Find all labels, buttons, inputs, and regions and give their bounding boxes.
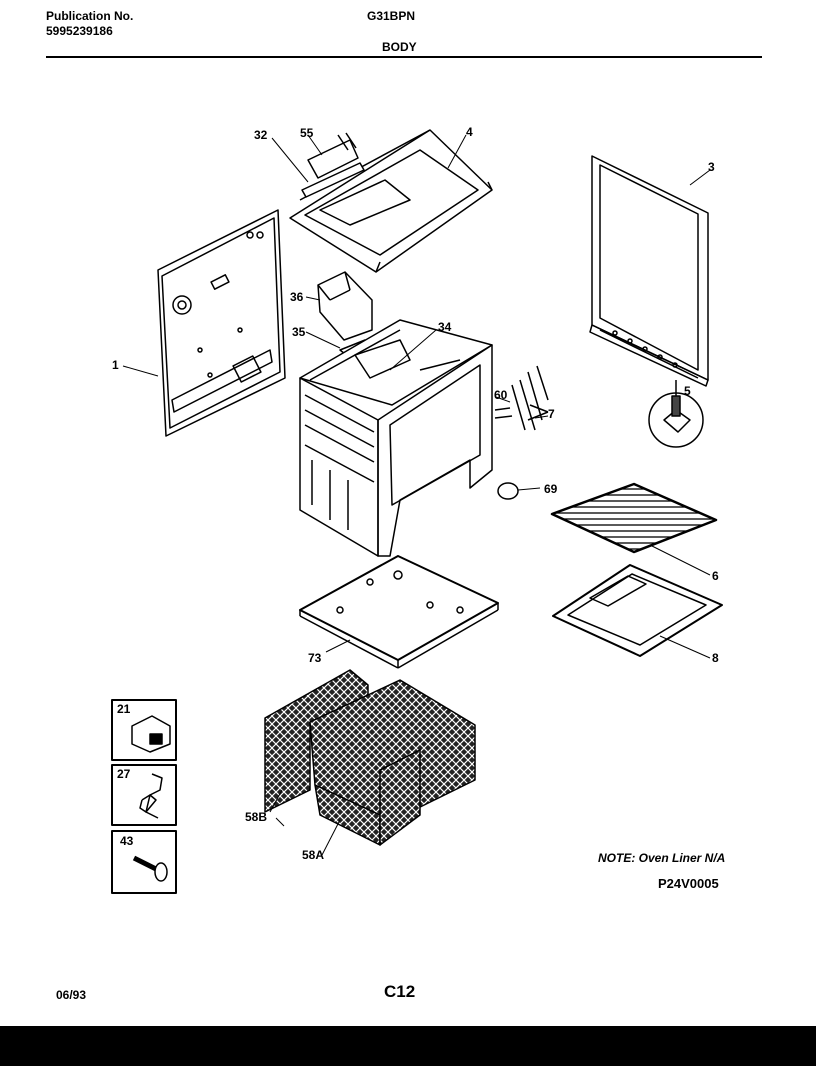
inset-box-27 [111,764,177,826]
page-number: C12 [384,982,416,1001]
callout-55: 55 [300,126,314,140]
callout-7: 7 [548,407,555,421]
top-frame-part [289,129,493,273]
callout-32: 32 [254,128,268,142]
figure-code: P24V0005 [658,876,719,891]
broiler-pan-part [552,564,723,657]
callout-4: 4 [466,125,473,139]
callout-35: 35 [292,325,306,339]
callout-8: 8 [712,651,719,665]
inset-box-43 [111,830,177,894]
callout-60: 60 [494,388,508,402]
model-number: G31BPN [367,9,416,23]
leveling-leg-part [648,380,704,448]
publication-number: 5995239186 [46,24,113,38]
oven-rack-part [550,482,718,554]
strip-32-part [301,162,365,198]
leader-lines [122,134,711,856]
scan-edge-band [0,1026,816,1066]
oven-body-part [299,319,493,557]
bracket-55-part [307,132,359,179]
back-panel-part [157,209,286,437]
clip-21-part [131,715,171,753]
bottom-panel-part [299,555,499,669]
callout-21: 21 [117,702,131,716]
callout-3: 3 [708,160,715,174]
callout-73: 73 [308,651,322,665]
callout-34: 34 [438,320,452,334]
oven-liner-note: NOTE: Oven Liner N/A [598,851,726,865]
clip-27-part [139,773,163,819]
grommet-part [497,482,519,500]
callout-1: 1 [112,358,119,372]
insulation-blanket-part [264,669,476,846]
inset-box-21 [111,699,177,761]
callout-58a: 58A [302,848,325,862]
footer-date: 06/93 [56,988,87,1002]
callout-6: 6 [712,569,719,583]
callout-27: 27 [117,767,131,781]
publication-label: Publication No. [46,9,134,23]
callout-69: 69 [544,482,558,496]
callout-58b: 58B [245,810,268,824]
door-frame-part [589,155,709,387]
callout-5: 5 [684,384,691,398]
callout-43: 43 [120,834,134,848]
burner-parts [494,365,549,431]
callout-36: 36 [290,290,304,304]
screw-43-part [132,855,168,882]
vent-duct-part [317,271,373,341]
section-title: BODY [382,40,417,54]
